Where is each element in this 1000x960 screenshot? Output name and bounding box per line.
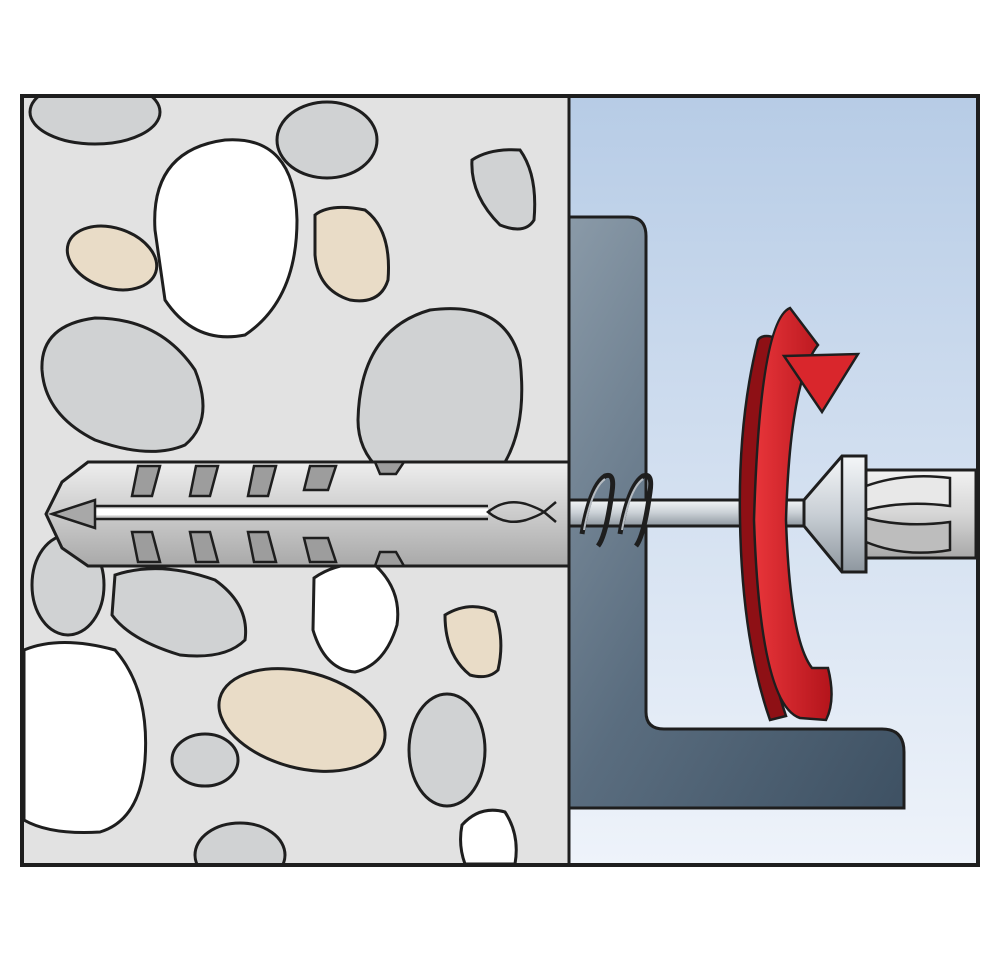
wall-plug — [44, 460, 571, 568]
fish-logo-icon — [486, 501, 557, 523]
stone — [407, 692, 487, 808]
plug-tooth — [246, 530, 278, 564]
screwdriver-bit — [864, 468, 978, 560]
plug-tooth — [130, 464, 162, 498]
stone — [65, 224, 159, 292]
plug-tooth — [188, 464, 220, 498]
stone — [459, 808, 518, 864]
stone — [313, 205, 391, 303]
plug-tooth — [373, 550, 407, 568]
stone — [193, 821, 287, 864]
stone — [40, 316, 205, 453]
stone — [275, 100, 379, 180]
plug-tooth — [246, 464, 278, 498]
stone — [28, 97, 162, 146]
rotation-arrow-icon — [738, 306, 861, 722]
screw-thread — [617, 472, 654, 548]
plug-tooth — [188, 530, 220, 564]
stone — [470, 148, 537, 231]
diagram-frame — [20, 94, 980, 867]
screw-thread — [579, 472, 616, 548]
plug-tooth — [130, 530, 162, 564]
stone — [443, 605, 503, 679]
plug-tooth — [302, 464, 338, 492]
plug-tooth — [373, 460, 407, 476]
stone — [217, 667, 387, 773]
stone — [24, 641, 148, 834]
stone — [153, 138, 299, 339]
masonry-wall — [24, 97, 569, 864]
plug-tooth — [302, 536, 338, 564]
stone — [110, 567, 248, 658]
stone — [170, 732, 240, 788]
